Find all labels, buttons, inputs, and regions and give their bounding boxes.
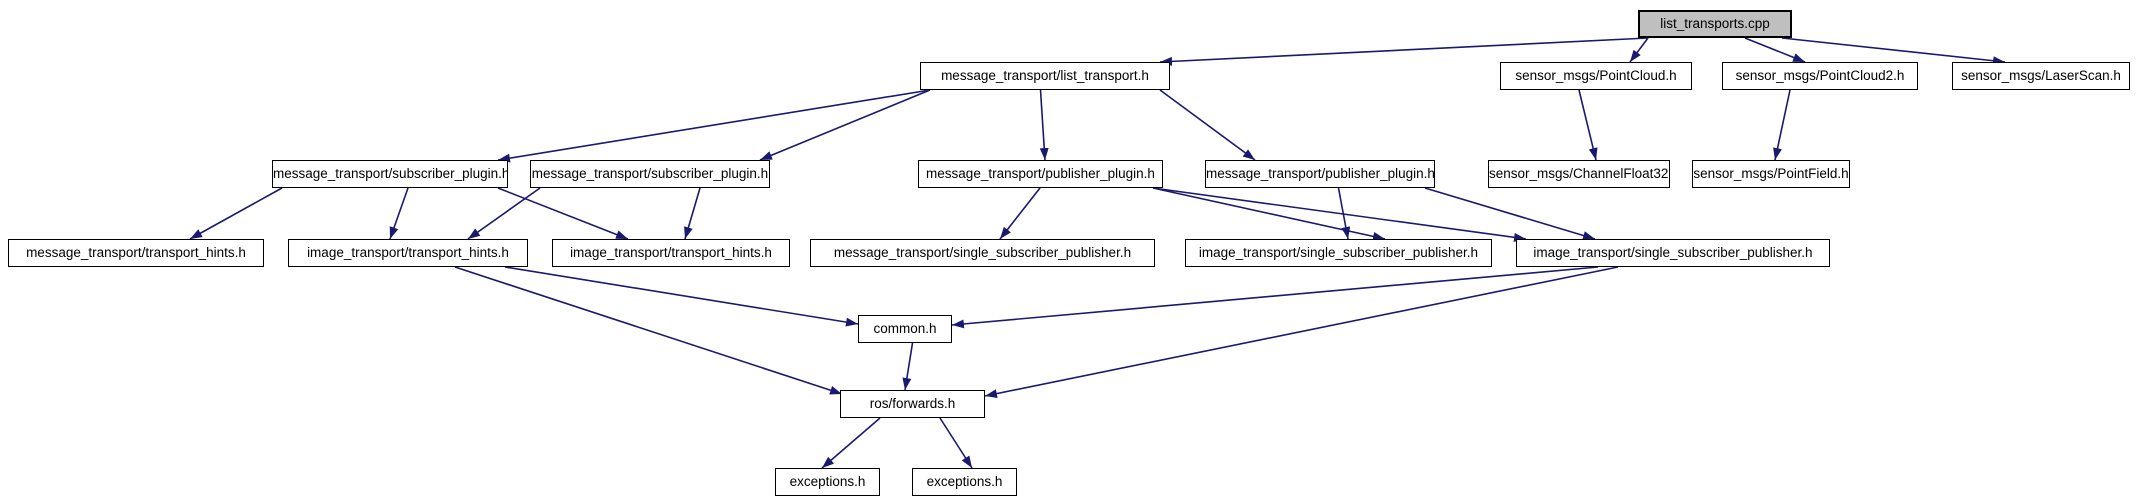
node-message-transport-list-transport-h[interactable]: message_transport/list_transport.h — [920, 62, 1170, 90]
edge-common-h--ros-forwards-h — [902, 342, 914, 391]
node-message-transport-subscriber-plugin-h-2[interactable]: message_transport/subscriber_plugin.h — [530, 160, 770, 188]
edge-message-transport-subscriber-plugin-h-1--message-transport-transport-hints-h — [189, 187, 283, 240]
edge-image-transport-single-subscriber-publisher-h-2--common-h — [951, 266, 1599, 329]
edge-sensor-msgs-pointcloud2-h--sensor-msgs-pointfield-h — [1773, 89, 1791, 161]
edge-message-transport-list-transport-h--message-transport-subscriber-plugin-h-1 — [497, 89, 931, 163]
edge-ros-forwards-h--exceptions-h-2 — [939, 417, 973, 469]
node-sensor-msgs-pointcloud2-h[interactable]: sensor_msgs/PointCloud2.h — [1722, 62, 1918, 90]
edge-image-transport-transport-hints-h-1--ros-forwards-h — [454, 266, 843, 395]
edge-list-transports-cpp--sensor-msgs-pointcloud-h — [1629, 37, 1649, 63]
edge-message-transport-publisher-plugin-h-1--image-transport-single-subscriber-publisher-h-1 — [1152, 187, 1386, 241]
node-list-transports-cpp: list_transports.cpp — [1638, 10, 1792, 38]
node-sensor-msgs-laserscan-h[interactable]: sensor_msgs/LaserScan.h — [1952, 62, 2130, 90]
edge-list-transports-cpp--message-transport-list-transport-h — [1159, 37, 1649, 66]
node-ros-forwards-h[interactable]: ros/forwards.h — [840, 390, 985, 418]
edge-message-transport-subscriber-plugin-h-2--image-transport-transport-hints-h-2 — [684, 187, 701, 240]
edge-message-transport-publisher-plugin-h-1--image-transport-single-subscriber-publisher-h-2 — [1152, 187, 1527, 242]
node-sensor-msgs-channelfloat32-h[interactable]: sensor_msgs/ChannelFloat32.h — [1488, 160, 1670, 188]
node-message-transport-single-subscriber-publisher-h[interactable]: message_transport/single_subscriber_publ… — [810, 239, 1155, 267]
edge-message-transport-list-transport-h--message-transport-publisher-plugin-h-1 — [1039, 89, 1049, 161]
edge-message-transport-list-transport-h--message-transport-publisher-plugin-h-2 — [1159, 89, 1256, 161]
node-sensor-msgs-pointcloud-h[interactable]: sensor_msgs/PointCloud.h — [1500, 62, 1692, 90]
node-image-transport-transport-hints-h-1[interactable]: image_transport/transport_hints.h — [288, 239, 528, 267]
edge-message-transport-list-transport-h--message-transport-subscriber-plugin-h-2 — [759, 89, 931, 161]
edge-message-transport-subscriber-plugin-h-1--image-transport-transport-hints-h-2 — [497, 187, 629, 240]
node-exceptions-h-1[interactable]: exceptions.h — [775, 468, 880, 496]
edge-image-transport-single-subscriber-publisher-h-2--ros-forwards-h — [984, 266, 1619, 399]
edge-message-transport-publisher-plugin-h-2--image-transport-single-subscriber-publisher-h-2 — [1424, 187, 1596, 240]
node-image-transport-single-subscriber-publisher-h-1[interactable]: image_transport/single_subscriber_publis… — [1185, 239, 1492, 267]
node-message-transport-publisher-plugin-h-2[interactable]: message_transport/publisher_plugin.h — [1205, 160, 1435, 188]
edge-message-transport-publisher-plugin-h-1--message-transport-single-subscriber-publisher-h — [999, 187, 1041, 240]
edge-message-transport-subscriber-plugin-h-2--image-transport-transport-hints-h-1 — [467, 187, 541, 240]
edge-sensor-msgs-pointcloud-h--sensor-msgs-channelfloat32-h — [1578, 89, 1598, 161]
edge-ros-forwards-h--exceptions-h-1 — [821, 417, 881, 469]
node-message-transport-publisher-plugin-h-1[interactable]: message_transport/publisher_plugin.h — [918, 160, 1163, 188]
edge-image-transport-transport-hints-h-1--common-h — [504, 266, 859, 327]
node-sensor-msgs-pointfield-h[interactable]: sensor_msgs/PointField.h — [1692, 160, 1850, 188]
edge-list-transports-cpp--sensor-msgs-laserscan-h — [1781, 37, 2006, 66]
node-image-transport-single-subscriber-publisher-h-2[interactable]: image_transport/single_subscriber_publis… — [1516, 239, 1830, 267]
edge-list-transports-cpp--sensor-msgs-pointcloud2-h — [1744, 37, 1806, 63]
edge-message-transport-publisher-plugin-h-2--image-transport-single-subscriber-publisher-h-1 — [1337, 187, 1351, 240]
edge-message-transport-subscriber-plugin-h-1--image-transport-transport-hints-h-1 — [389, 187, 409, 240]
node-common-h[interactable]: common.h — [858, 315, 952, 343]
node-message-transport-subscriber-plugin-h-1[interactable]: message_transport/subscriber_plugin.h — [272, 160, 508, 188]
node-image-transport-transport-hints-h-2[interactable]: image_transport/transport_hints.h — [552, 239, 790, 267]
node-message-transport-transport-hints-h[interactable]: message_transport/transport_hints.h — [8, 239, 264, 267]
node-exceptions-h-2[interactable]: exceptions.h — [912, 468, 1017, 496]
